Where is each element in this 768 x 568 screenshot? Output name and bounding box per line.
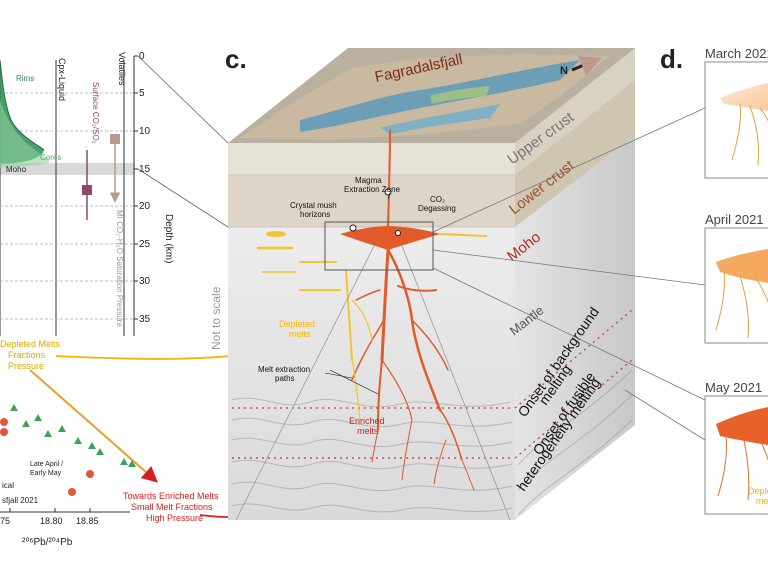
col-cpx-liquid: Cpx-Liquid <box>57 58 67 101</box>
co2-degassing-line1: CO₂ <box>430 195 445 204</box>
depleted-line-3: Pressure <box>8 361 44 371</box>
iso-xlabel: ²⁰⁶Pb/²⁰⁴Pb <box>22 537 73 548</box>
map-blue-flow-2 <box>380 104 500 134</box>
depth-tick-30: 30 <box>139 276 151 287</box>
enriched-arrow-labels: Towards Enriched Melts Small Melt Fracti… <box>123 491 219 523</box>
iso-xtick-3: 18.85 <box>76 516 99 526</box>
depleted-arrow-labels: Depleted Melts Fractions Pressure <box>0 339 61 371</box>
iso-xtick-1: 75 <box>0 516 10 526</box>
green-point <box>34 414 42 421</box>
late-april-1: Late April / <box>30 461 63 468</box>
inset-may-title: May 2021 <box>705 380 762 395</box>
magma-zone-line2: Extraction Zone <box>344 185 401 194</box>
upper-crust-band <box>228 143 515 175</box>
sill-point-marker <box>384 188 392 196</box>
depth-plot: 0 5 10 15 20 25 30 35 Depth (km) Cpx-Liq… <box>0 51 174 336</box>
cores-kde <box>0 100 50 168</box>
mi-saturation-label: MI CO₂-H₂O Saturation Pressure <box>115 210 124 327</box>
inset-depleted-1: Deple <box>748 486 768 496</box>
isotope-plot: 75 18.80 18.85 ²⁰⁶Pb/²⁰⁴Pb Late April / … <box>0 404 136 548</box>
depleted-line-2: Fractions <box>8 350 46 360</box>
legend-1: ical <box>2 481 14 490</box>
green-point <box>22 420 30 427</box>
melt-paths-line2: paths <box>275 374 295 383</box>
red-point <box>68 488 76 496</box>
green-point <box>44 430 52 437</box>
enriched-melts-line2: melts <box>357 426 379 436</box>
magma-zone-line1: Magma <box>355 176 382 185</box>
depleted-melts-line1: Depleted <box>279 319 315 329</box>
block-diagram: Fagradalsfjall N <box>228 48 635 521</box>
green-point <box>74 437 82 444</box>
depleted-melts-line2: melts <box>289 329 311 339</box>
rims-label: Rims <box>16 74 34 83</box>
inset-may: May 2021 Deple mel <box>704 380 768 515</box>
surface-gas-label: Surface CO₂/SO₂ <box>91 82 100 144</box>
crystal-mush-yellow <box>266 231 286 237</box>
crystal-mush-line1: Crystal mush <box>290 201 337 210</box>
green-point <box>10 404 18 411</box>
melt-paths-line1: Melt extraction <box>258 365 310 374</box>
inset-april: April 2021 <box>704 212 768 344</box>
legend-2: sfjall 2021 <box>2 496 39 505</box>
upper-crust-side <box>515 48 635 175</box>
depth-tick-15: 15 <box>139 164 151 175</box>
depth-tick-25: 25 <box>139 239 151 250</box>
north-arrow-icon <box>571 56 602 76</box>
mi-saturation-marker <box>110 134 120 144</box>
panel-label-d: d. <box>660 44 683 74</box>
col-volatiles: Volatiles <box>117 52 127 86</box>
depth-tick-35: 35 <box>139 314 151 325</box>
map-green <box>430 86 490 104</box>
melt-cone-outline <box>235 245 511 521</box>
enriched-line-2: Small Melt Fractions <box>131 502 213 512</box>
magma-extraction-sill <box>340 226 440 250</box>
rims-outline <box>0 59 45 151</box>
inset-march-title: March 2021 <box>705 46 768 61</box>
green-point <box>96 448 104 455</box>
moho-label-left: Moho <box>6 165 27 174</box>
surface-gas-marker <box>82 185 92 195</box>
red-point <box>86 470 94 478</box>
depth-tick-5: 5 <box>139 88 145 99</box>
green-point <box>120 458 128 465</box>
co2-degassing-line2: Degassing <box>418 204 456 213</box>
red-point <box>0 428 8 436</box>
depth-axis-label: Depth (km) <box>163 214 174 263</box>
green-point <box>58 425 66 432</box>
enriched-melts-line1: Enriched <box>349 416 385 426</box>
iso-xtick-2: 18.80 <box>40 516 63 526</box>
lower-crust-side <box>515 80 635 227</box>
eruption-conduit <box>387 129 391 229</box>
cores-label: Cores <box>40 153 61 162</box>
red-point <box>0 418 8 426</box>
enriched-line-1: Towards Enriched Melts <box>123 491 219 501</box>
inset-april-title: April 2021 <box>705 212 764 227</box>
crystal-mush-line2: horizons <box>300 210 330 219</box>
green-point <box>88 442 96 449</box>
depth-tick-20: 20 <box>139 201 151 212</box>
green-point <box>128 460 136 467</box>
depleted-line-1: Depleted Melts <box>0 339 61 349</box>
depth-tick-0: 0 <box>139 51 145 62</box>
enriched-gradient-arrow <box>29 369 159 483</box>
lower-crust-band <box>228 175 515 227</box>
north-label: N <box>560 65 568 77</box>
depth-tick-10: 10 <box>139 126 151 137</box>
panel-label-c: c. <box>225 44 247 74</box>
enriched-line-3: High Pressure <box>146 513 203 523</box>
inset-depleted-2: mel <box>756 496 768 506</box>
late-april-2: Early May <box>30 470 62 477</box>
zoom-box <box>324 221 434 271</box>
inset-march: March 2021 <box>704 46 768 179</box>
not-to-scale-label: Not to scale <box>209 286 223 350</box>
